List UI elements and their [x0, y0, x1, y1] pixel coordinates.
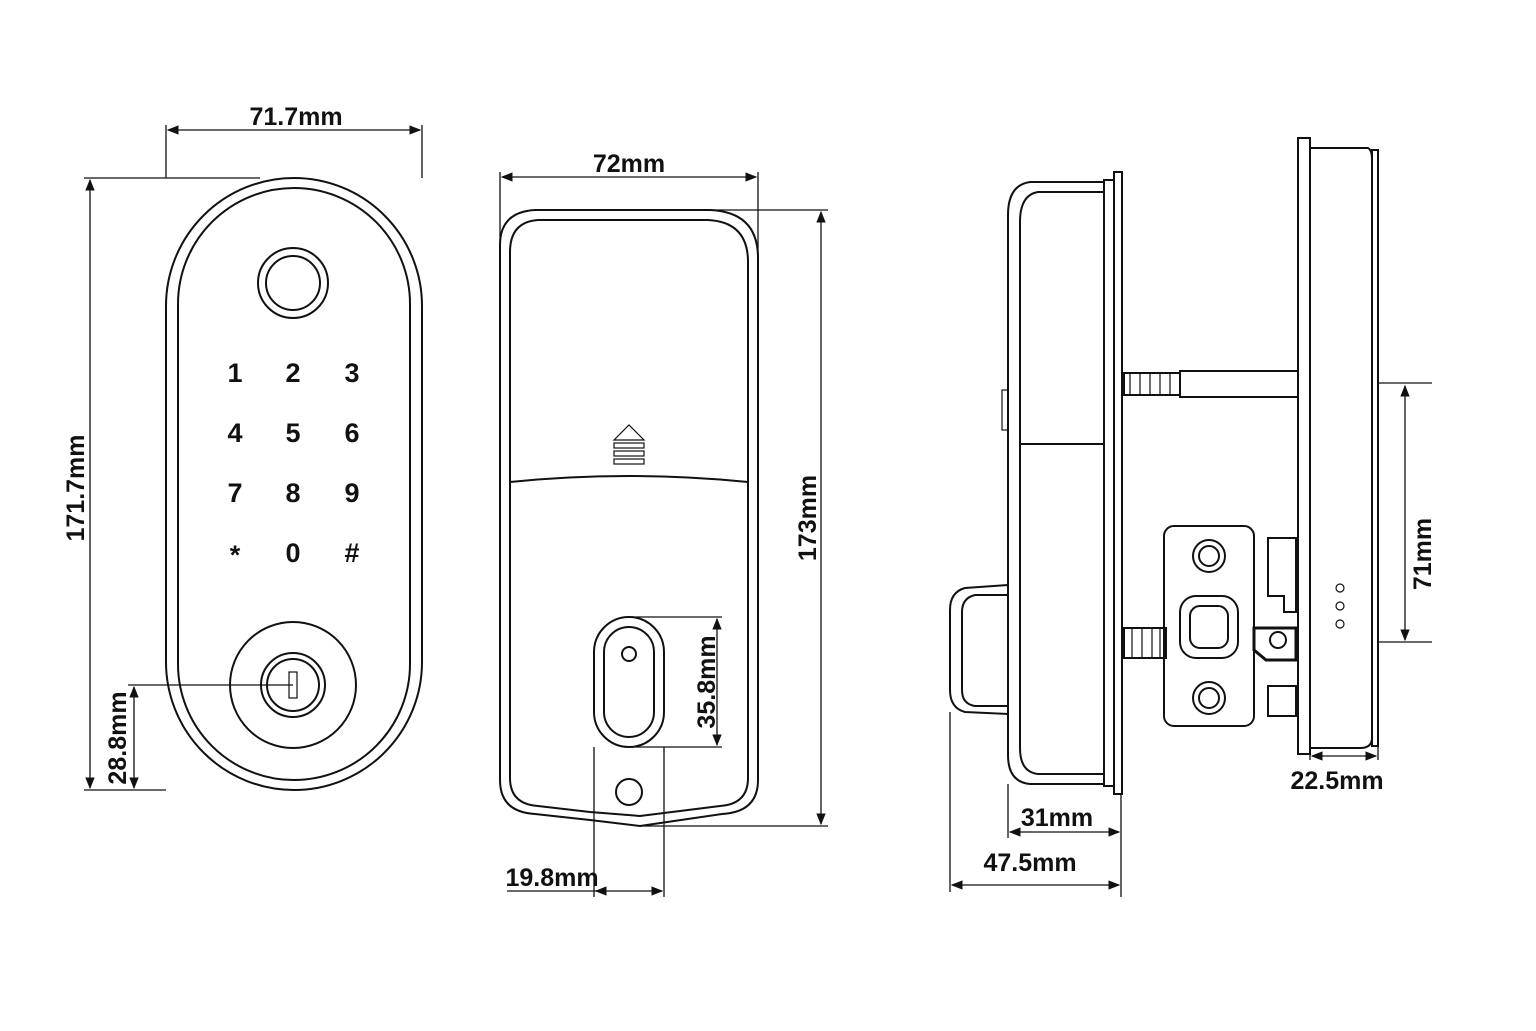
back-view: [499, 209, 759, 828]
key-3: 3: [344, 358, 359, 388]
back-body-outer: [499, 209, 759, 828]
key-6: 6: [344, 418, 359, 448]
latch-plate: [1163, 525, 1255, 727]
front-height-label: 171.7mm: [62, 434, 90, 541]
front-width-label: 71.7mm: [249, 103, 342, 131]
back-dimensions: 72mm 173mm 35.8mm 19.8mm: [499, 150, 828, 897]
thumbturn-screw: [621, 646, 637, 662]
front-body-outer: [165, 177, 423, 791]
keyhole-height-label: 28.8mm: [104, 691, 132, 784]
key-2: 2: [285, 358, 300, 388]
side-dimensions: 71mm 22.5mm 31mm 47.5mm: [949, 382, 1437, 897]
key-star: *: [230, 540, 241, 570]
key-7: 7: [227, 478, 242, 508]
latch-bolt: [1179, 595, 1239, 659]
latch-mechanism: [1267, 537, 1297, 613]
reset-button: [615, 778, 643, 806]
latch-screw-top: [1192, 539, 1226, 573]
back-height-label: 173mm: [794, 475, 822, 561]
side-spacing-label: 71mm: [1409, 518, 1437, 590]
key-1: 1: [227, 358, 242, 388]
thumbturn-knob: [603, 626, 655, 738]
side-thickness-label: 22.5mm: [1290, 767, 1383, 795]
key-0: 0: [285, 538, 300, 568]
key-4: 4: [227, 418, 242, 448]
tailpiece: [1123, 627, 1167, 659]
interior-housing: [1007, 181, 1105, 785]
front-dimensions: 71.7mm 171.7mm 28.8mm: [62, 103, 423, 791]
interior-mount-plate: [1103, 179, 1115, 787]
arrow-up-icon: [612, 424, 646, 465]
key-8: 8: [285, 478, 300, 508]
key-5: 5: [285, 418, 300, 448]
side-thumbturn: [949, 583, 1009, 716]
through-bolt: [1123, 372, 1181, 396]
latch-screw-bottom: [1192, 681, 1226, 715]
thumbturn-height-label: 35.8mm: [693, 635, 721, 728]
key-hash: #: [344, 538, 359, 568]
front-view: 1 2 3 4 5 6 7 8 9 * 0 #: [165, 177, 423, 791]
exterior-keypad-body: [1310, 147, 1373, 749]
back-body-inner: [509, 219, 749, 818]
side-view: [949, 137, 1379, 795]
keypad: 1 2 3 4 5 6 7 8 9 * 0 #: [227, 358, 359, 570]
side-depth-inner-label: 31mm: [1021, 804, 1093, 832]
exterior-mount-plate: [1297, 137, 1311, 755]
battery-cover-line: [509, 475, 749, 483]
front-body-inner: [177, 187, 411, 781]
fingerprint-sensor: [257, 247, 329, 319]
side-depth-outer-label: 47.5mm: [983, 849, 1076, 877]
back-width-label: 72mm: [593, 150, 665, 178]
thumbturn-width-label: 19.8mm: [505, 864, 598, 892]
key-9: 9: [344, 478, 359, 508]
